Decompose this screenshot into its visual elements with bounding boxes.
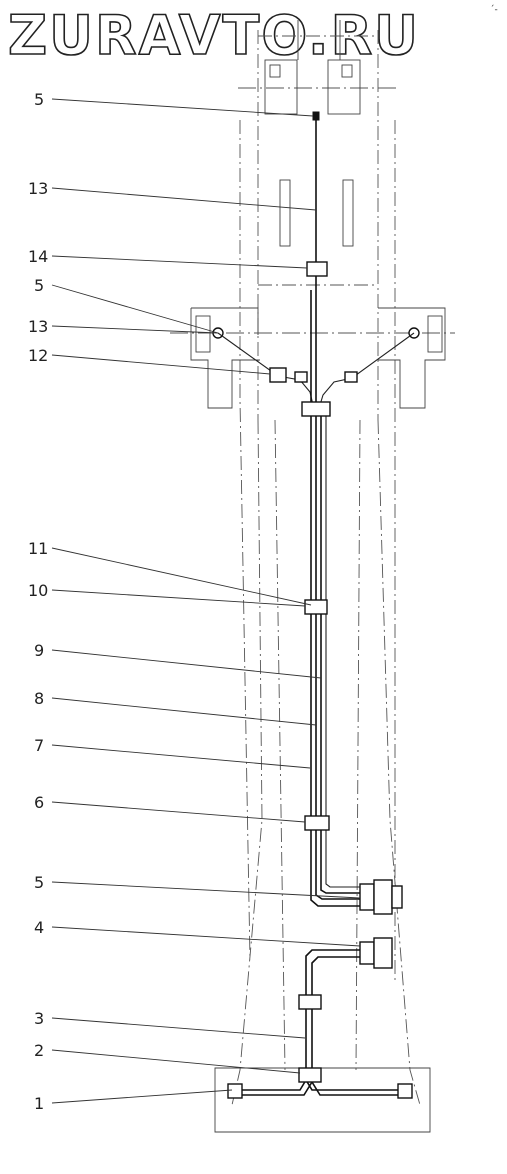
corner-mark: ´‐ <box>490 4 498 15</box>
callout-14: 14 <box>28 247 48 266</box>
callout-4: 4 <box>34 918 44 937</box>
clamps <box>269 261 358 1083</box>
callout-numbers: 1 2 3 4 5 6 7 8 9 10 11 12 13 5 14 13 5 <box>28 90 48 1113</box>
callout-6: 6 <box>34 793 44 812</box>
callout-11: 11 <box>28 539 48 558</box>
callout-2: 2 <box>34 1041 44 1060</box>
callout-10: 10 <box>28 581 48 600</box>
frame-outline <box>214 30 431 1133</box>
callout-7: 7 <box>34 736 44 755</box>
callout-13-lower: 13 <box>28 317 48 336</box>
callout-3: 3 <box>34 1009 44 1028</box>
callout-5-lower: 5 <box>34 873 44 892</box>
callout-1: 1 <box>34 1094 44 1113</box>
callout-5-upper: 5 <box>34 90 44 109</box>
lower-axle <box>190 307 446 409</box>
callout-9: 9 <box>34 641 44 660</box>
callout-leaders <box>51 98 361 1104</box>
callout-13-upper: 13 <box>28 179 48 198</box>
callout-8: 8 <box>34 689 44 708</box>
watermark-text: ZURAVTO.RU <box>8 4 420 67</box>
callout-5-middle: 5 <box>34 276 44 295</box>
callout-12: 12 <box>28 346 48 365</box>
